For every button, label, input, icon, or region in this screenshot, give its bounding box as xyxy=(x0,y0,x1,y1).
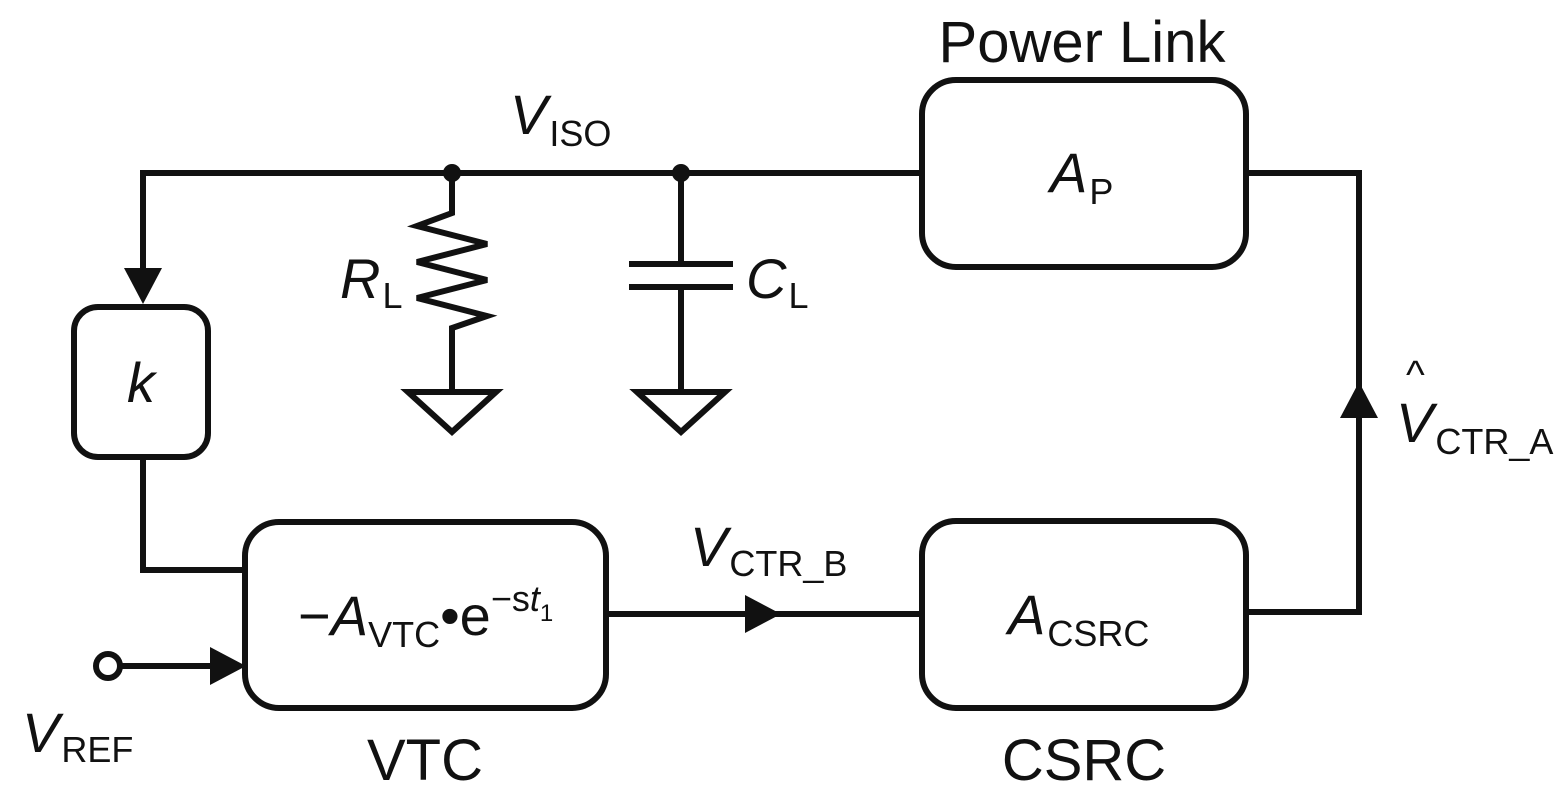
v-ctr-a-hat: ^ xyxy=(1406,353,1425,397)
arrow-vctr-a xyxy=(1340,382,1378,418)
vtc-transfer-function: −AVTC•e−st1 xyxy=(298,578,553,655)
arrow-to-k xyxy=(124,268,162,304)
csrc-gain: ACSRC xyxy=(1005,583,1149,654)
wire-top xyxy=(140,170,925,291)
capacitor-label: CL xyxy=(746,247,808,316)
v-iso-label: VISO xyxy=(510,83,611,154)
resistor-label: RL xyxy=(340,247,402,316)
power-link-label: Power Link xyxy=(939,10,1227,75)
resistor-rl xyxy=(406,170,498,393)
csrc-block xyxy=(919,518,1249,711)
vtc-label: VTC xyxy=(367,728,483,793)
v-ctr-a-label: VCTR_A xyxy=(1396,391,1553,462)
v-ctr-b-label: VCTR_B xyxy=(690,515,847,584)
ground-symbol-cl xyxy=(629,389,733,437)
arrow-vctr-b xyxy=(745,595,781,633)
arrow-vref xyxy=(210,647,246,685)
power-link-gain: AP xyxy=(1047,141,1113,212)
feedback-k-text: k xyxy=(127,351,158,414)
wire-right xyxy=(1243,170,1362,615)
wire-k-to-vtc xyxy=(140,454,248,573)
ground-symbol-rl xyxy=(400,389,504,437)
vref-terminal xyxy=(93,651,123,681)
v-ref-label: VREF xyxy=(22,701,133,770)
csrc-label: CSRC xyxy=(1002,728,1166,793)
